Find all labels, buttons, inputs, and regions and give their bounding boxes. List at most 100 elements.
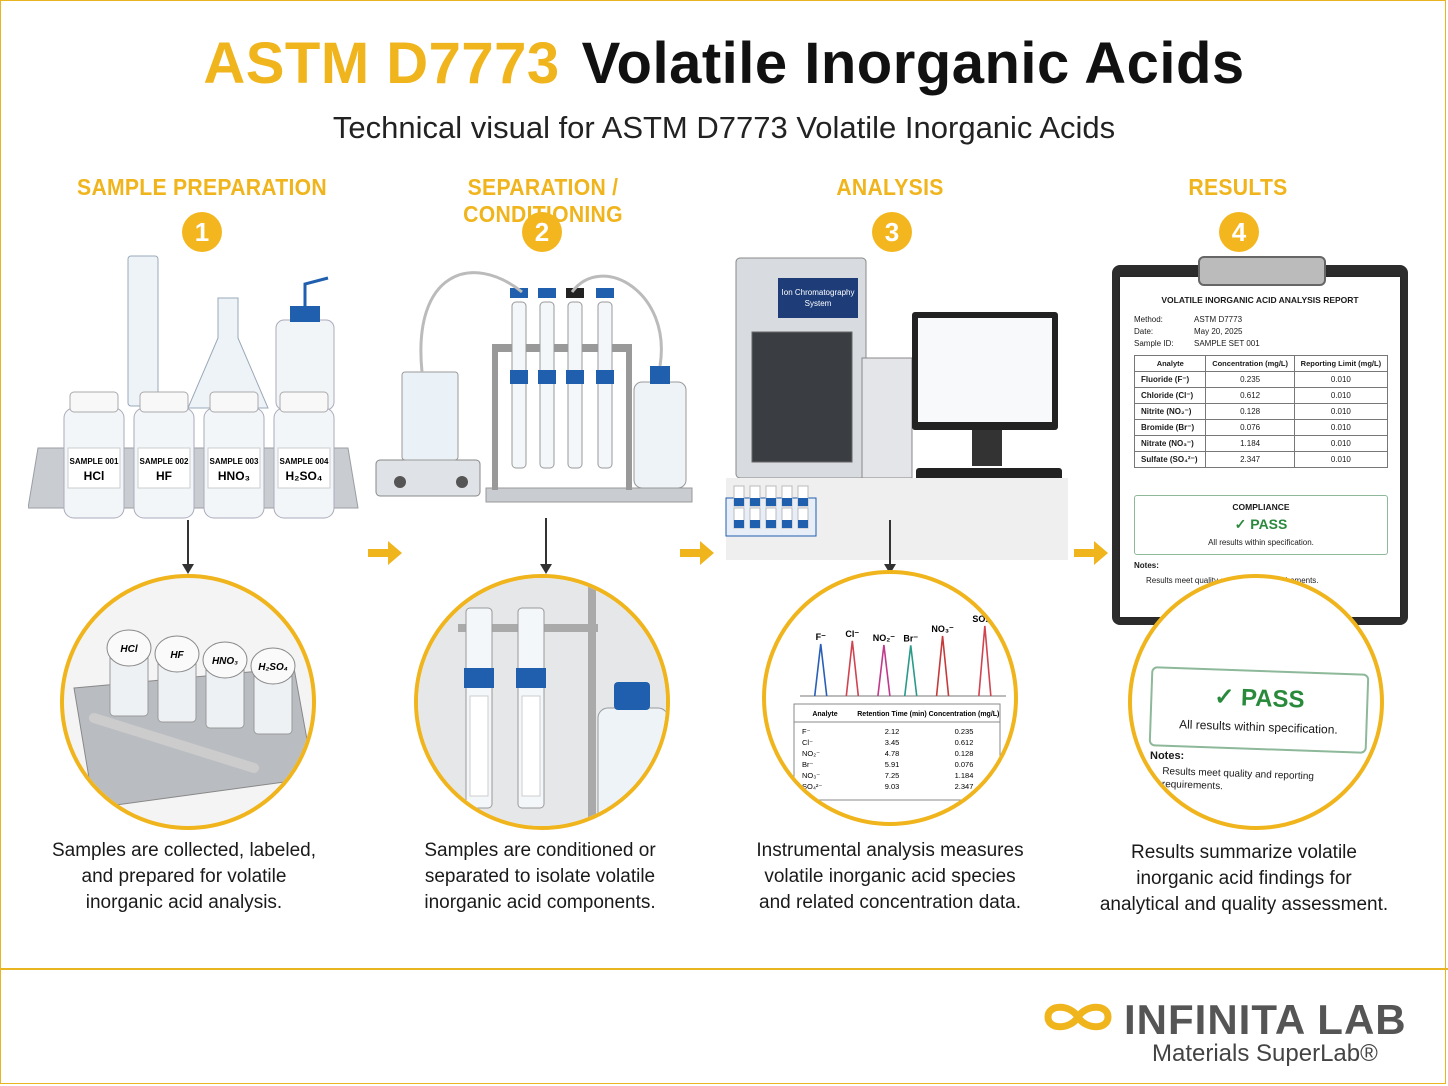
sample-id-key: Sample ID: (1134, 339, 1174, 348)
analyte-cell: Nitrate (NO₃⁻) (1133, 435, 1207, 452)
arrow-down-icon (884, 564, 896, 574)
method-value: ASTM D7773 (1194, 315, 1243, 324)
zoom-pass-box: ✓ PASS All results within specification. (1148, 666, 1370, 754)
zoom-vial: HF (154, 635, 200, 723)
clipboard-clip (1198, 256, 1326, 286)
peak-label: Cl⁻ (845, 629, 859, 639)
chromatogram-peak (845, 640, 860, 697)
step-4-title: RESULTS (1188, 174, 1288, 200)
wash-bottle-cap (290, 306, 320, 322)
chrom-cell: 0.235 (955, 727, 974, 736)
reporting-limit-cell: 0.010 (1293, 419, 1389, 436)
arrow-down-icon (182, 564, 194, 574)
step-1-title: SAMPLE PREPARATION (77, 174, 327, 200)
instrument-label-panel (778, 278, 858, 318)
autosampler-vial (781, 485, 793, 507)
reservoir-bottle (633, 381, 687, 489)
chromatogram-peak (903, 645, 918, 697)
step-3-badge: 3 (872, 212, 912, 252)
autosampler-vial (781, 507, 793, 529)
report-title: VOLATILE INORGANIC ACID ANALYSIS REPORT (1161, 295, 1359, 305)
vial-cap-label: HNO₃ (212, 656, 238, 667)
chrom-header: Concentration (mg/L) (929, 711, 1000, 718)
sample-id-value: SAMPLE SET 001 (1194, 339, 1260, 348)
check-icon: ✓ (1234, 516, 1247, 532)
report-header-concentration: Concentration (mg/L) (1205, 355, 1295, 372)
chrom-cell: 0.076 (955, 760, 974, 769)
vial-cap-label: HCl (120, 644, 137, 655)
pass-status: ✓ PASS (1234, 516, 1288, 532)
report-paper: VOLATILE INORGANIC ACID ANALYSIS REPORT … (1120, 277, 1400, 617)
peak-label: NO₂⁻ (873, 633, 895, 643)
chrom-cell: 7.25 (885, 771, 900, 780)
report-clipboard: VOLATILE INORGANIC ACID ANALYSIS REPORT … (1112, 265, 1408, 625)
peak-label: F⁻ (816, 632, 826, 642)
report-header-reporting-limit: Reporting Limit (mg/L) (1293, 355, 1389, 372)
zoom-vial: H₂SO₄ (250, 647, 296, 735)
sample-label: SAMPLE 004 (280, 457, 329, 466)
chrom-cell: NO₂⁻ (802, 749, 820, 758)
chromatogram-peak (978, 625, 992, 697)
compliance-box: COMPLIANCE ✓ PASS All results within spe… (1134, 495, 1388, 555)
sample-label: SAMPLE 001 (70, 457, 119, 466)
step-1-description: Samples are collected, labeled,and prepa… (51, 840, 317, 913)
pass-subtext: All results within specification. (1208, 538, 1314, 547)
concentration-cell: 1.184 (1205, 435, 1295, 452)
date-key: Date: (1134, 327, 1154, 336)
chrom-cell: 2.12 (885, 727, 900, 736)
step-1-badge: 1 (182, 212, 222, 252)
infinity-logo-icon (1044, 1003, 1112, 1031)
analyte-cell: Chloride (Cl⁻) (1133, 387, 1207, 404)
zoom-notes-heading: Notes: (1150, 750, 1185, 762)
detector-module (861, 357, 913, 479)
chrom-cell: 9.03 (885, 782, 900, 791)
separation-column (510, 288, 528, 469)
chrom-cell: 2.347 (955, 782, 974, 791)
svg-text:System: System (805, 299, 832, 308)
analyte-cell: Bromide (Br⁻) (1133, 419, 1207, 436)
separation-column (566, 288, 584, 469)
chrom-cell: 1.184 (955, 771, 974, 780)
stand-base (485, 487, 693, 503)
concentration-cell: 0.076 (1205, 419, 1295, 436)
autosampler-vial (733, 485, 745, 507)
connector-line (545, 518, 547, 564)
compliance-heading: COMPLIANCE (1232, 502, 1290, 512)
zoom-vial: HCl (106, 629, 152, 717)
zoom-circle-pass: ✓ PASS All results within specification.… (1128, 574, 1384, 830)
connector-line (889, 520, 891, 564)
concentration-cell: 0.128 (1205, 403, 1295, 420)
connector-line (187, 520, 189, 564)
chrom-cell: 4.78 (885, 749, 900, 758)
standard-code: ASTM D7773 (203, 31, 560, 96)
separation-column (596, 288, 614, 469)
peak-label: Br⁻ (903, 633, 918, 643)
sample-acid: H₂SO₄ (285, 469, 322, 483)
date-value: May 20, 2025 (1194, 327, 1243, 336)
sample-label: SAMPLE 003 (210, 457, 259, 466)
chrom-cell: F⁻ (802, 727, 811, 736)
peak-label: NO₃⁻ (931, 624, 954, 634)
report-table: Analyte Concentration (mg/L) Reporting L… (1133, 355, 1389, 468)
step-3-title: ANALYSIS (836, 174, 944, 200)
sample-acid: HNO₃ (218, 469, 250, 483)
chromatogram-peak (813, 643, 828, 697)
vial-cap-label: HF (170, 650, 184, 661)
step-2-badge: 2 (522, 212, 562, 252)
zoom-vial: HNO₃ (202, 641, 248, 729)
concentration-cell: 2.347 (1205, 451, 1295, 468)
reporting-limit-cell: 0.010 (1293, 435, 1389, 452)
report-header-analyte: Analyte (1133, 355, 1207, 372)
